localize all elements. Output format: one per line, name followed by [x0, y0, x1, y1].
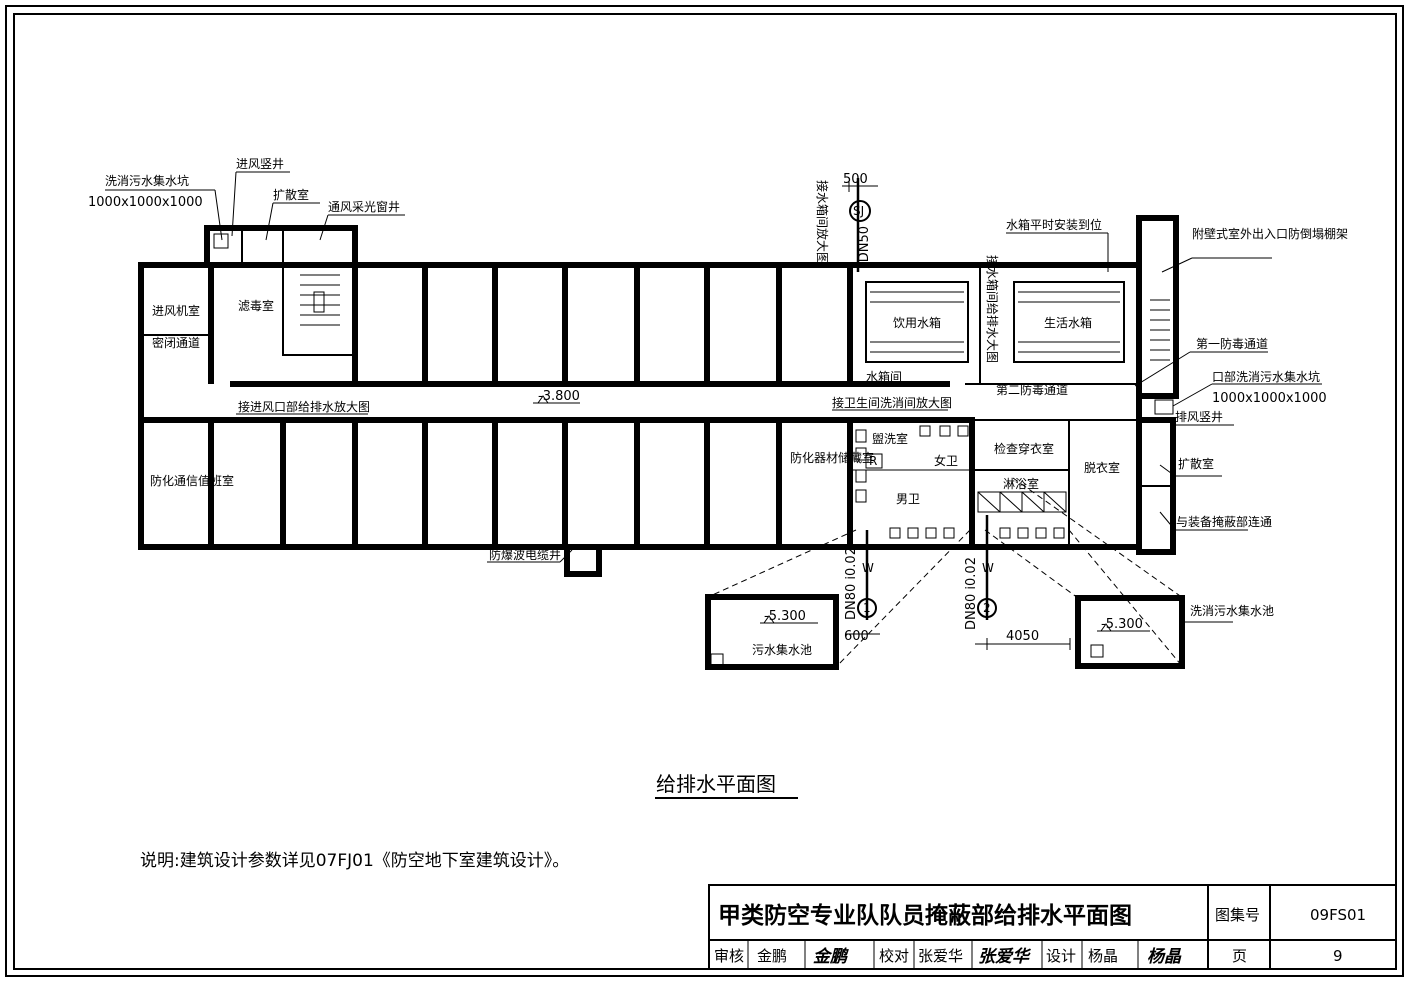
- top-room-partitions: [141, 265, 981, 384]
- label-attached-exit: 附壁式室外出入口防倒塌棚架: [1192, 226, 1348, 241]
- label-second-gas-passage: 第二防毒通道: [996, 382, 1068, 397]
- label-equip-link: 与装备掩蔽部连通: [1176, 514, 1272, 529]
- plan-title: 给排水平面图: [656, 772, 776, 796]
- label-vent-well: 通风采光窗井: [328, 200, 400, 214]
- living-water-tank: [1013, 281, 1125, 363]
- sewage-pool: [705, 594, 839, 670]
- drain2-size: DN80 i0.02: [964, 557, 979, 630]
- floor-plan: 洗消污水集水坑 1000x1000x1000 进风竖井 扩散室 通风采光窗井 进…: [88, 157, 1348, 670]
- drain-pipes: [846, 515, 1071, 650]
- label-tank-detail-vertical: 接水箱间放大图: [815, 180, 830, 264]
- drain2-tag: W: [982, 561, 994, 575]
- sheet-outer-border: [5, 5, 1404, 977]
- design-note: 说明:建筑设计参数详见07FJ01《防空地下室建筑设计》。: [140, 851, 569, 871]
- drain1-size: DN80 i0.02: [844, 547, 859, 620]
- label-chem-storage: 防化器材储藏室: [790, 450, 874, 465]
- toilet-fixtures: [855, 425, 1065, 539]
- page-label: 页: [1232, 947, 1247, 965]
- elevation-marks: [533, 395, 1150, 632]
- label-intake-shaft: 进风竖井: [236, 157, 284, 171]
- elevation-decon-pool: -5.300: [1101, 617, 1143, 632]
- label-tank-room: 水箱间: [866, 369, 902, 384]
- supply-pipe-tag-circle: [849, 200, 871, 222]
- title-block: 甲类防空专业队队员掩蔽部给排水平面图 图集号 09FS01 审核 金鹏 金鹏 校…: [708, 884, 1397, 970]
- check-signature: 张爱华: [978, 947, 1032, 967]
- label-exhaust-shaft: 排风竖井: [1175, 410, 1223, 424]
- elevation-corridor: -3.800: [538, 389, 580, 404]
- label-female-wc: 女卫: [934, 453, 958, 468]
- label-inspection-room: 检查穿衣室: [994, 441, 1054, 456]
- label-tank-supply-detail: 接水箱间给排水大图: [985, 255, 1000, 363]
- review-signature: 金鹏: [813, 947, 849, 967]
- reviewer: 金鹏: [757, 947, 787, 965]
- title-block-title: 甲类防空专业队队员掩蔽部给排水平面图: [718, 902, 1132, 929]
- label-decon-pool: 洗消污水集水池: [1190, 603, 1274, 618]
- designer: 杨晶: [1088, 947, 1118, 965]
- elevation-sewage-pool: -5.300: [764, 609, 806, 624]
- sheet-inner-border: [13, 13, 1397, 970]
- label-tank-note: 水箱平时安装到位: [1006, 217, 1102, 232]
- supply-pipe-tag: SJ: [853, 204, 864, 218]
- label-toilet-detail: 接卫生间洗消间放大图: [832, 395, 952, 410]
- review-label: 审核: [714, 947, 744, 965]
- check-label: 校对: [879, 947, 909, 965]
- exit-annex: [1136, 215, 1179, 555]
- atlas-label: 图集号: [1215, 906, 1260, 924]
- blast-cable-well: [564, 544, 602, 577]
- design-signature: 杨晶: [1147, 947, 1182, 967]
- decon-pool: [1075, 595, 1185, 669]
- label-wash-room: 盥洗室: [872, 431, 908, 446]
- label-decon-sump-top-size: 1000x1000x1000: [88, 195, 203, 210]
- shower-grid: [977, 491, 1067, 513]
- label-diffusion-room-top: 扩散室: [273, 187, 309, 202]
- label-first-gas-passage: 第一防毒通道: [1196, 336, 1268, 351]
- marker-r: R: [869, 454, 877, 468]
- design-label: 设计: [1046, 947, 1076, 965]
- supply-pipe: [842, 178, 878, 272]
- label-male-wc: 男卫: [896, 492, 920, 506]
- label-decon-sump-right: 口部洗消污水集水坑: [1212, 369, 1320, 384]
- supply-pipe-size: DN50: [857, 226, 872, 262]
- label-airlock: 密闭通道: [152, 335, 200, 350]
- dimension-top-offset: 500: [843, 172, 868, 187]
- detail-leaders: [707, 477, 1184, 668]
- plan-labels: 洗消污水集水坑 1000x1000x1000 进风竖井 扩散室 通风采光窗井 进…: [88, 157, 1348, 657]
- page-no: 9: [1333, 947, 1343, 965]
- intake-annex: [204, 225, 358, 356]
- label-intake-fan-room: 进风机室: [152, 303, 200, 318]
- label-intake-detail: 接进风口部给排水放大图: [238, 399, 370, 414]
- atlas-no: 09FS01: [1310, 906, 1366, 924]
- drain1-tag: W: [862, 561, 874, 575]
- label-leaders: [105, 171, 1322, 623]
- drinking-water-tank: [865, 281, 969, 363]
- label-filter-room: 滤毒室: [238, 298, 274, 313]
- label-comm-room: 防化通信值班室: [150, 473, 234, 488]
- checker: 张爱华: [918, 947, 963, 965]
- drain2-no: 2: [983, 601, 991, 615]
- label-shower-room: 淋浴室: [1003, 476, 1039, 491]
- label-decon-sump-top: 洗消污水集水坑: [105, 173, 189, 188]
- label-drinking-tank: 饮用水箱: [893, 315, 941, 330]
- label-blast-cable-well: 防爆波电缆井: [489, 547, 561, 562]
- drain1-no: 1: [863, 601, 871, 615]
- label-sewage-pool: 污水集水池: [752, 642, 812, 657]
- label-undress-room: 脱衣室: [1084, 460, 1120, 475]
- label-diffusion-room-right: 扩散室: [1178, 456, 1214, 471]
- bottom-room-partitions: [208, 420, 1070, 547]
- label-living-tank: 生活水箱: [1044, 315, 1092, 330]
- dimension-pool-spacing: 4050: [1006, 629, 1039, 644]
- label-decon-sump-right-size: 1000x1000x1000: [1212, 391, 1327, 406]
- dimension-bottom-offset: 600: [844, 629, 869, 644]
